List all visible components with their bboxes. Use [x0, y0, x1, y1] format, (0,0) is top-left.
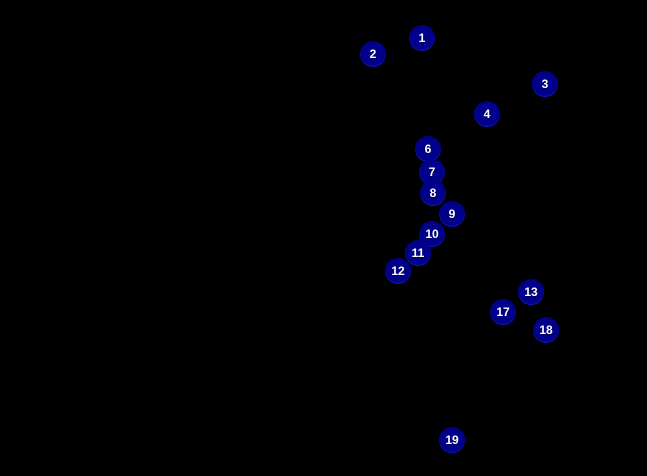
marker-label: 19	[445, 433, 459, 447]
map-marker-19[interactable]: 19	[439, 427, 465, 453]
marker-label: 18	[539, 323, 553, 337]
marker-label: 11	[411, 246, 425, 260]
marker-label: 6	[424, 142, 432, 156]
map-marker-12[interactable]: 12	[385, 258, 411, 284]
map-marker-8[interactable]: 8	[420, 180, 446, 206]
marker-label: 12	[391, 264, 405, 278]
map-marker-1[interactable]: 1	[409, 25, 435, 51]
map-marker-3[interactable]: 3	[532, 71, 558, 97]
map-marker-17[interactable]: 17	[490, 299, 516, 325]
marker-label: 8	[429, 186, 437, 200]
map-marker-13[interactable]: 13	[518, 279, 544, 305]
map-marker-2[interactable]: 2	[360, 41, 386, 67]
marker-label: 4	[483, 107, 491, 121]
marker-label: 13	[524, 285, 538, 299]
marker-label: 3	[541, 77, 549, 91]
marker-label: 17	[496, 305, 510, 319]
map-marker-6[interactable]: 6	[415, 136, 441, 162]
marker-label: 9	[448, 207, 456, 221]
map-marker-9[interactable]: 9	[439, 201, 465, 227]
map-marker-4[interactable]: 4	[474, 101, 500, 127]
map-marker-18[interactable]: 18	[533, 317, 559, 343]
map-marker-11[interactable]: 11	[405, 240, 431, 266]
marker-label: 10	[425, 227, 439, 241]
marker-label: 2	[369, 47, 377, 61]
marker-label: 1	[418, 31, 426, 45]
marker-label: 7	[428, 165, 436, 179]
